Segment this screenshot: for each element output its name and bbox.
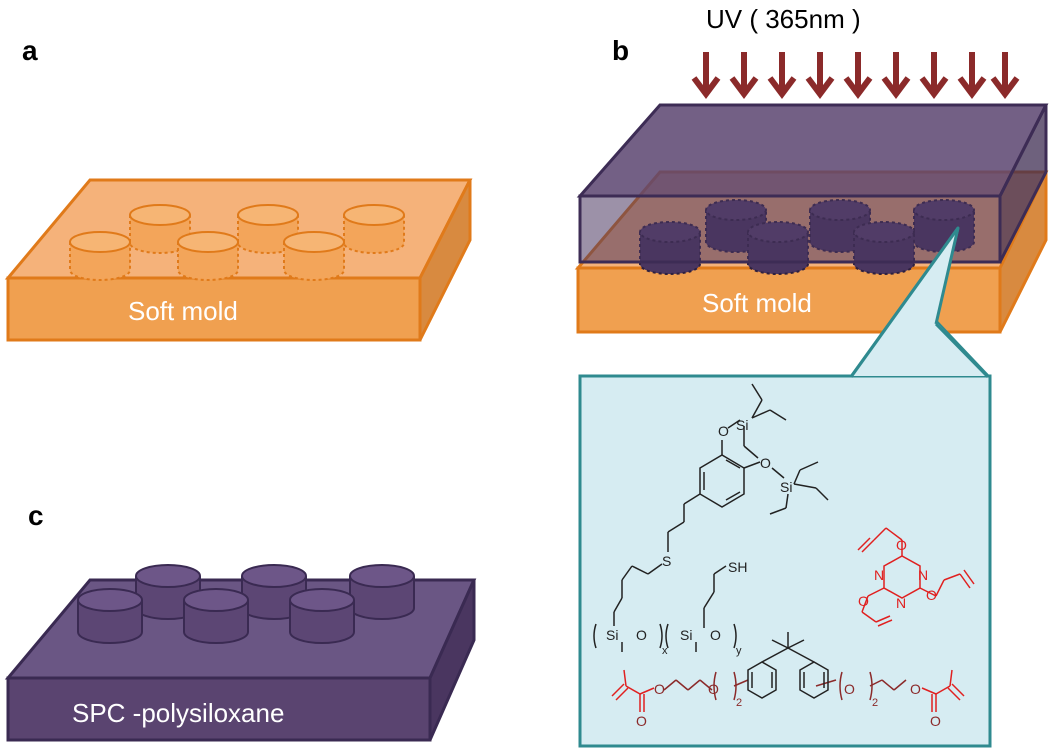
panel-a: a Soft mold	[4, 35, 473, 342]
uv-arrows	[694, 52, 1017, 94]
atom-O: O	[926, 587, 937, 603]
atom-O: O	[896, 537, 907, 553]
atom-O: O	[636, 713, 647, 729]
triazine-labels: O N N N O O	[858, 537, 937, 611]
atom-S: S	[662, 553, 671, 569]
well	[283, 231, 345, 281]
uv-arrow	[732, 52, 756, 94]
zoom-callout	[578, 226, 992, 748]
uv-arrow	[808, 52, 832, 94]
pillar	[183, 588, 249, 644]
uv-arrow	[993, 52, 1017, 94]
atom-O: O	[930, 713, 941, 729]
subscript-2: 2	[736, 697, 742, 709]
uv-arrow	[846, 52, 870, 94]
subscript-y: y	[736, 645, 742, 657]
atom-O: O	[858, 593, 869, 609]
pillar	[289, 588, 355, 644]
atom-O: O	[844, 681, 855, 697]
pillar	[349, 564, 415, 620]
well	[177, 231, 239, 281]
subscript-2: 2	[872, 697, 878, 709]
uv-label: UV ( 365nm )	[706, 4, 861, 34]
uv-arrow	[770, 52, 794, 94]
polysiloxane-structure	[593, 383, 829, 652]
uv-arrow	[694, 52, 718, 94]
polysiloxane-labels: O Si O Si S SH Si O x Si O y	[606, 417, 792, 657]
panel-b: b UV ( 365nm )	[574, 4, 1049, 748]
atom-Si: Si	[606, 627, 618, 643]
panel-a-label: a	[22, 35, 38, 66]
triazine-structure	[857, 527, 975, 627]
atom-O: O	[710, 627, 721, 643]
subscript-x: x	[662, 645, 668, 657]
uv-arrow	[960, 52, 984, 94]
dimethacrylate-labels: O O O 2 O 2 O O	[636, 681, 941, 729]
resin-layer-b	[576, 103, 1049, 264]
atom-Si: Si	[680, 627, 692, 643]
atom-O: O	[760, 455, 771, 471]
atom-N: N	[918, 567, 928, 583]
panel-b-label: b	[612, 35, 629, 66]
uv-arrow	[922, 52, 946, 94]
atom-O: O	[636, 627, 647, 643]
atom-Si: Si	[780, 479, 792, 495]
soft-mold-label-b: Soft mold	[702, 288, 812, 318]
soft-mold-label-a: Soft mold	[128, 296, 238, 326]
atom-O: O	[654, 681, 665, 697]
atom-Si: Si	[736, 417, 748, 433]
atom-N: N	[896, 595, 906, 611]
panel-c: c SPC -polysiloxane	[4, 500, 477, 742]
atom-SH: SH	[728, 559, 747, 575]
uv-arrow	[884, 52, 908, 94]
atom-O: O	[718, 423, 729, 439]
atom-O: O	[910, 681, 921, 697]
panel-c-label: c	[28, 500, 44, 531]
dimethacrylate-structure	[611, 632, 965, 712]
pillar	[77, 588, 143, 644]
well	[343, 204, 405, 254]
well	[69, 231, 131, 281]
atom-O: O	[708, 681, 719, 697]
spc-polysiloxane-label: SPC -polysiloxane	[72, 698, 284, 728]
atom-N: N	[874, 567, 884, 583]
